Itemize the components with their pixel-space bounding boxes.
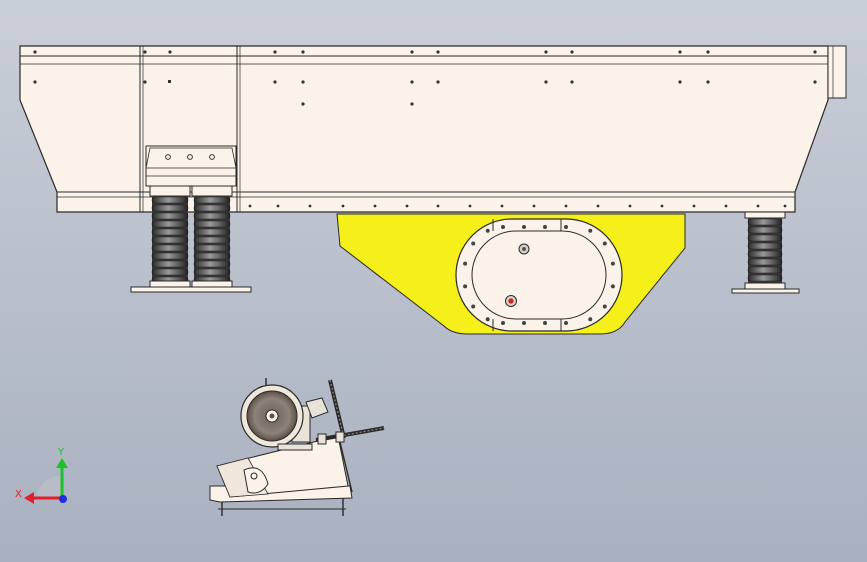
spring-cap <box>191 185 233 197</box>
y-axis-label: Y <box>57 447 65 458</box>
motor-terminal <box>305 397 329 419</box>
pulley-bore <box>269 413 275 419</box>
bolt-row-top <box>33 50 817 54</box>
spring-base-plate <box>731 288 800 294</box>
bolt-row-bottom <box>248 204 787 208</box>
motor-foot <box>277 443 313 451</box>
spring-seat <box>744 282 786 290</box>
left-spring-assembly <box>130 185 252 293</box>
trough-body <box>19 45 829 213</box>
inspection-cover <box>336 213 686 335</box>
coordinate-triad-icon: Y X <box>15 447 68 504</box>
spring-cap <box>744 211 786 219</box>
hatch-knob-center <box>522 247 526 251</box>
right-spring-assembly <box>731 211 800 294</box>
coil-spring <box>151 196 189 284</box>
pivot-pin <box>250 472 258 480</box>
coil-spring <box>747 218 783 283</box>
tension-nut <box>317 433 327 445</box>
spring-seat <box>149 280 191 288</box>
spring-cap <box>149 185 191 197</box>
oval-hatch-inner <box>471 230 607 320</box>
drive-motor-assembly <box>209 378 385 516</box>
spring-bracket <box>145 145 237 187</box>
adjust-rod-thread <box>329 379 345 439</box>
y-axis-arrowhead <box>56 458 68 468</box>
x-axis-label: X <box>15 489 22 500</box>
bolt-row-mid <box>33 80 817 106</box>
support-strut <box>339 441 353 493</box>
spring-seat <box>191 280 233 288</box>
triad-plane-shadow <box>36 476 62 498</box>
end-flange <box>827 45 847 99</box>
z-axis-dot <box>59 495 67 503</box>
pivot-ear <box>243 467 269 494</box>
coil-spring <box>193 196 231 284</box>
spring-base-plate <box>130 286 252 293</box>
hatch-bolt-ring <box>463 225 615 325</box>
hatch-indicator-dot <box>508 298 514 304</box>
tension-nut <box>335 431 345 443</box>
x-axis-arrowhead <box>24 492 34 504</box>
tension-bolt-thread <box>339 427 385 437</box>
feeder-trough <box>19 45 847 213</box>
